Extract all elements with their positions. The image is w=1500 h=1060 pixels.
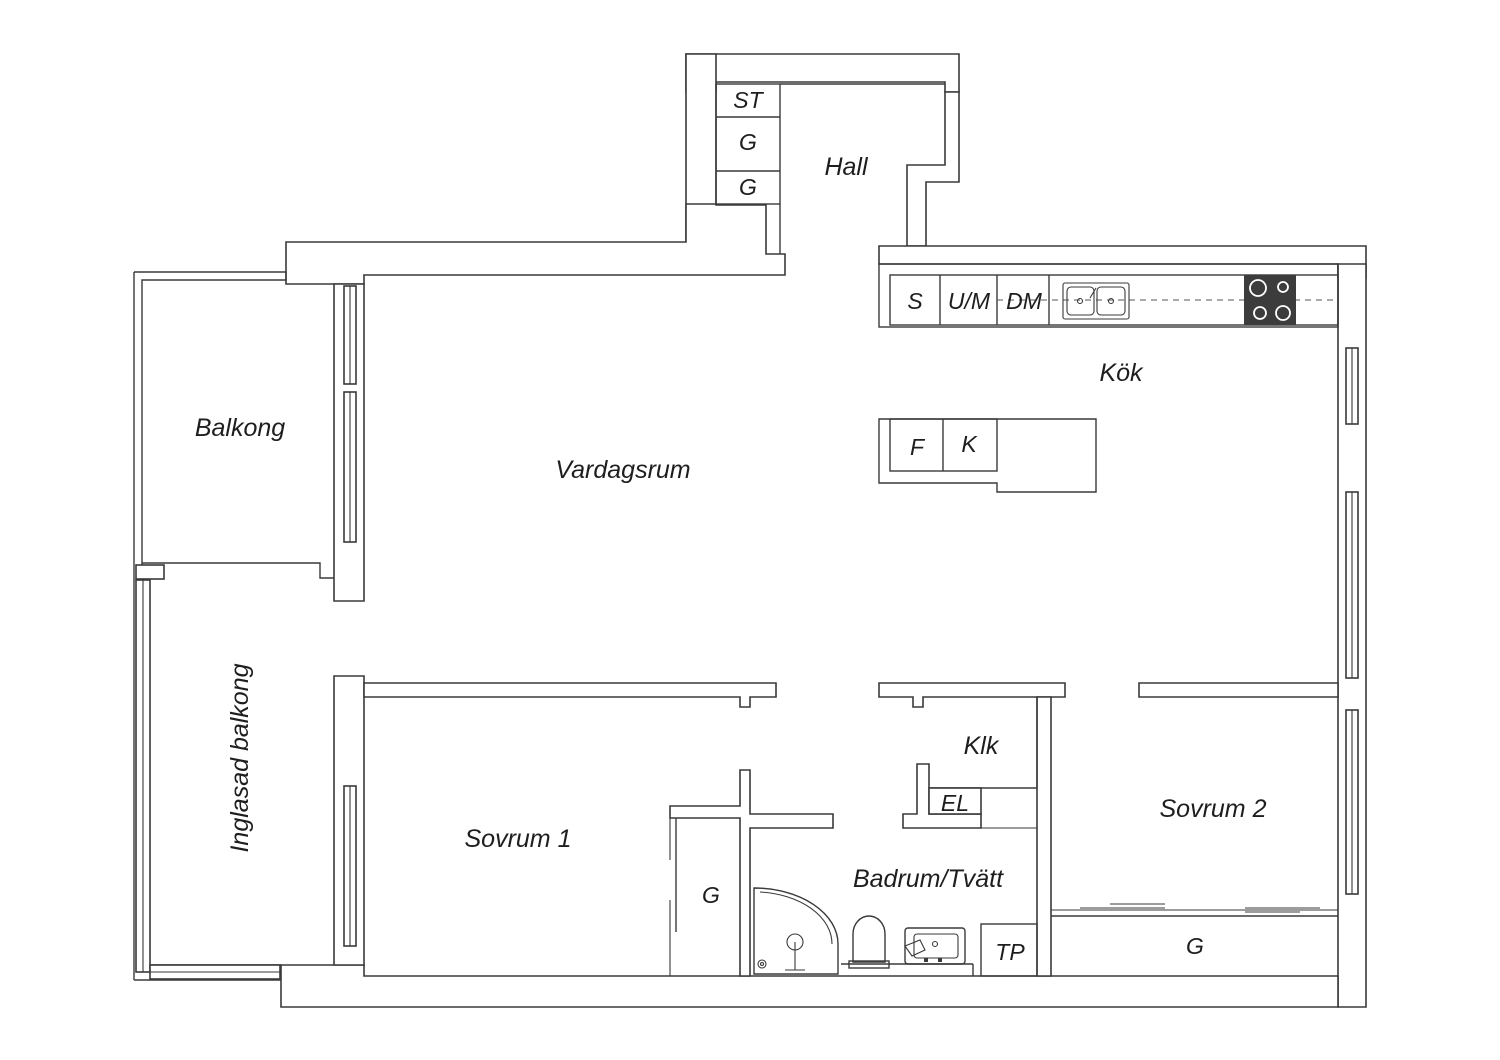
- fixture-label-g-sovrum-1: G: [702, 882, 720, 908]
- toilet-icon: [848, 915, 890, 969]
- fixture-label-g-hall-2: G: [739, 174, 757, 200]
- fixture-label-k: K: [961, 431, 978, 457]
- kitchen-counter: [878, 263, 1339, 328]
- inglasad-balkong-area: [134, 579, 281, 981]
- fixture-label-tp: TP: [995, 939, 1025, 965]
- room-label-vardagsrum: Vardagsrum: [555, 456, 690, 484]
- room-label-hall: Hall: [824, 153, 869, 181]
- exterior-walls: [280, 53, 1367, 1008]
- fixture-label-dm: DM: [1006, 288, 1043, 314]
- bathroom-fixtures: [753, 887, 974, 976]
- fixture-label-st: ST: [733, 87, 764, 113]
- fixture-label-um: U/M: [948, 288, 991, 314]
- stove-icon: [1244, 275, 1296, 325]
- room-label-sovrum-2: Sovrum 2: [1160, 795, 1267, 823]
- room-label-klk: Klk: [964, 732, 1000, 760]
- balkong-area: [133, 271, 334, 980]
- washbasin-icon: [904, 927, 966, 965]
- room-label-inglasad-balkong: Inglasad balkong: [226, 663, 254, 852]
- room-label-balkong: Balkong: [195, 414, 285, 442]
- room-label-sovrum-1: Sovrum 1: [465, 825, 572, 853]
- room-label-kok: Kök: [1099, 359, 1144, 387]
- fixture-label-el: EL: [941, 790, 969, 816]
- fixture-label-f: F: [910, 434, 926, 460]
- hall-cabinets: [715, 83, 945, 254]
- fixture-label-g-hall-1: G: [739, 129, 757, 155]
- labels: Hall Kök Vardagsrum Balkong Inglasad bal…: [195, 87, 1267, 965]
- shower-icon: [753, 887, 839, 975]
- interior-walls: [363, 682, 1339, 977]
- windows-right: [1345, 347, 1359, 895]
- fixture-label-g-sovrum-2: G: [1186, 933, 1204, 959]
- room-label-badrum: Badrum/Tvätt: [853, 865, 1004, 893]
- sink-icon: [1062, 282, 1130, 320]
- windows-left: [343, 285, 357, 947]
- kitchen-island: [878, 418, 1097, 493]
- fixture-label-s: S: [907, 288, 923, 314]
